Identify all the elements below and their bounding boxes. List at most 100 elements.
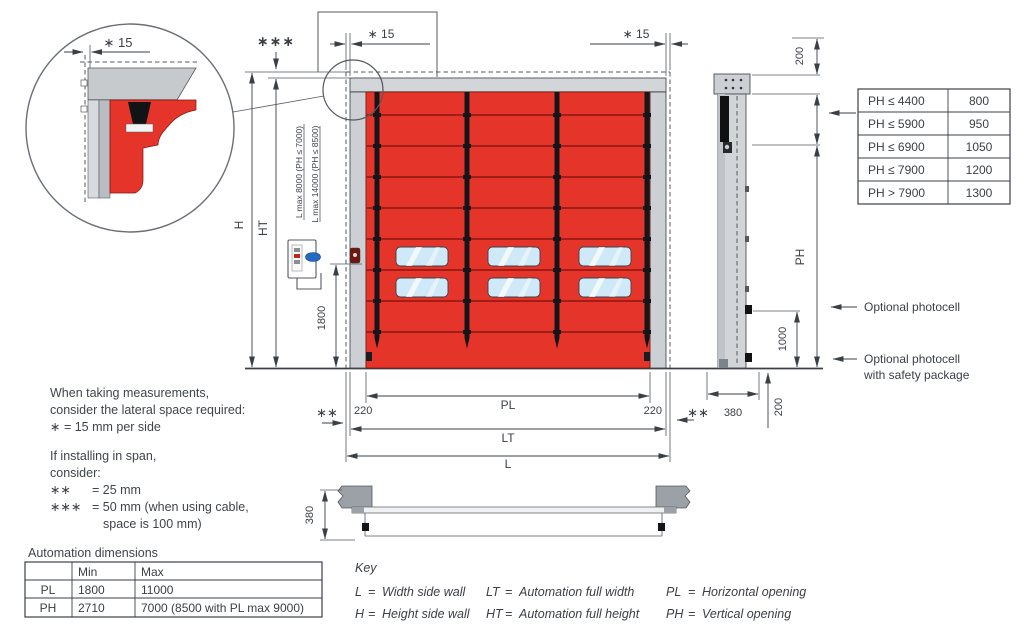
note2-line1: If installing in span, bbox=[50, 449, 156, 463]
dim-lt-label: LT bbox=[501, 431, 515, 445]
door-window bbox=[395, 277, 449, 298]
detail-jamb-back bbox=[98, 99, 111, 199]
note1-line3: ∗ = 15 mm per side bbox=[50, 420, 161, 434]
door-side-view bbox=[713, 73, 752, 369]
automation-header-max: Max bbox=[141, 565, 164, 579]
detail-fixing-clip bbox=[80, 79, 88, 87]
wall-stub-right bbox=[655, 485, 691, 509]
key-abbr: PL bbox=[666, 585, 681, 599]
plan-view: 380 bbox=[304, 485, 691, 541]
dim-h-label: H bbox=[232, 221, 246, 230]
key-abbr: L bbox=[355, 585, 362, 599]
photocell-note: Optional photocell bbox=[864, 300, 960, 314]
front-dimensions: ∗ 15 ∗ 15 ∗∗∗ H HT L max 8000 (PH ≤ 7000… bbox=[232, 27, 709, 471]
ph-table-cell: PH ≤ 4400 bbox=[868, 94, 925, 108]
key-abbr: HT bbox=[486, 607, 504, 621]
door-column-left bbox=[349, 91, 367, 369]
plan-photocell-left bbox=[362, 523, 369, 531]
dim-stars2-right-label: ∗∗ bbox=[687, 405, 709, 420]
l-max-note-1: L max 8000 (PH ≤ 7000) bbox=[294, 126, 304, 218]
key-eq: = bbox=[368, 585, 375, 599]
ph-table-cell: PH > 7900 bbox=[868, 186, 925, 200]
ph-table-cell: 1050 bbox=[966, 140, 993, 154]
key-legend: Key L = Width side wall H = Height side … bbox=[355, 561, 806, 621]
ph-table-cell: PH ≤ 6900 bbox=[868, 140, 925, 154]
dim-ht-label: HT bbox=[256, 219, 270, 236]
automation-table-title: Automation dimensions bbox=[28, 546, 158, 560]
automation-row-name: PH bbox=[40, 601, 57, 615]
detail-fixing-clip bbox=[80, 105, 88, 113]
note2-def1: = 25 mm bbox=[92, 483, 141, 497]
automation-row-max: 11000 bbox=[141, 583, 174, 597]
control-knob bbox=[305, 252, 321, 262]
key-eq: = bbox=[505, 585, 512, 599]
door-fold-lines bbox=[366, 114, 650, 333]
door-window bbox=[578, 277, 632, 298]
note2-mark2: ∗∗∗ bbox=[50, 500, 81, 514]
key-desc: Height side wall bbox=[382, 607, 471, 621]
detail-view: ∗ 15 bbox=[25, 23, 235, 233]
note1-line1: When taking measurements, bbox=[50, 386, 209, 400]
dim-1800-label: 1800 bbox=[316, 306, 328, 330]
door-column-right bbox=[649, 91, 667, 369]
side-dimensions: 200 PH 1000 380 200 Optional photocell O… bbox=[706, 37, 970, 428]
plan-guide-left bbox=[352, 507, 364, 513]
ph-table-cell: 800 bbox=[969, 94, 989, 108]
dim-220-left-label: 220 bbox=[354, 405, 372, 417]
ph-table-cell: 1300 bbox=[966, 186, 993, 200]
ph-table-cell: 950 bbox=[969, 117, 989, 131]
key-abbr: LT bbox=[486, 585, 501, 599]
detail-curtain-profile bbox=[109, 99, 197, 194]
control-button-top bbox=[294, 248, 300, 252]
note1-line2: consider the lateral space required: bbox=[50, 403, 245, 417]
plan-curtain-bar bbox=[351, 506, 677, 514]
dim-380-side-label: 380 bbox=[724, 407, 742, 419]
detail-dim-15-label: ∗ 15 bbox=[104, 35, 133, 50]
key-desc: Automation full width bbox=[518, 585, 634, 599]
side-column-guide bbox=[718, 94, 725, 368]
note2-def3: space is 100 mm) bbox=[103, 517, 202, 531]
ph-table-cell: PH ≤ 7900 bbox=[868, 163, 925, 177]
ph-table-cell: 1200 bbox=[966, 163, 993, 177]
key-desc: Automation full height bbox=[518, 607, 640, 621]
automation-row-max: 7000 (8500 with PL max 9000) bbox=[141, 601, 304, 615]
key-desc: Width side wall bbox=[382, 585, 466, 599]
door-window bbox=[395, 246, 449, 267]
control-button-bottom bbox=[294, 260, 300, 264]
door-window bbox=[487, 277, 541, 298]
detail-lintel bbox=[87, 67, 197, 101]
ph-table: PH ≤ 4400 800 PH ≤ 5900 950 PH ≤ 6900 10… bbox=[857, 88, 1011, 205]
key-eq: = bbox=[688, 607, 695, 621]
key-eq: = bbox=[505, 607, 512, 621]
side-photocell-upper bbox=[745, 305, 752, 314]
control-box bbox=[287, 239, 322, 290]
door-handle-knob bbox=[353, 253, 357, 257]
key-desc: Vertical opening bbox=[702, 607, 791, 621]
control-conduit bbox=[296, 273, 322, 290]
key-abbr: PH bbox=[666, 607, 684, 621]
detail-clamp-band bbox=[125, 123, 154, 133]
ph-table-cell: PH ≤ 5900 bbox=[868, 117, 925, 131]
key-desc: Horizontal opening bbox=[702, 585, 806, 599]
callout-circle bbox=[322, 59, 384, 121]
door-front-view bbox=[345, 71, 671, 369]
dim-200-bottom-label: 200 bbox=[773, 398, 785, 416]
key-title: Key bbox=[355, 561, 377, 575]
side-head-bolts bbox=[724, 78, 743, 90]
detail-dim-15: ∗ 15 bbox=[64, 35, 150, 55]
dim-220-right-label: 220 bbox=[644, 405, 662, 417]
control-button-stop bbox=[294, 254, 300, 258]
automation-header-min: Min bbox=[78, 565, 97, 579]
automation-row-min: 1800 bbox=[78, 583, 105, 597]
side-hinge-tick bbox=[745, 186, 749, 192]
key-eq: = bbox=[368, 607, 375, 621]
automation-row-min: 2710 bbox=[78, 601, 105, 615]
side-base-bracket bbox=[719, 359, 728, 368]
photocell-safety-note-line1: Optional photocell bbox=[864, 352, 960, 366]
dim-l-label: L bbox=[505, 457, 512, 471]
dim-200-top-label: 200 bbox=[794, 47, 806, 65]
photocell-safety-note-line2: with safety package bbox=[863, 368, 970, 382]
door-window bbox=[487, 246, 541, 267]
dim-15-right-label: ∗ 15 bbox=[623, 27, 650, 41]
automation-row-name: PL bbox=[41, 583, 56, 597]
